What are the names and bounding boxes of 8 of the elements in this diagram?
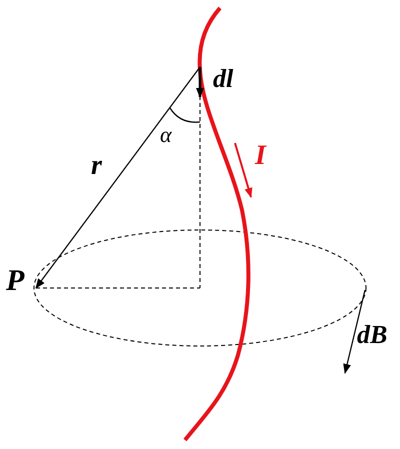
point-label: P — [6, 266, 36, 296]
variable-label: dB — [357, 322, 388, 348]
vector-arrow — [35, 66, 200, 289]
edge-label: r — [91, 152, 102, 180]
variable-label: I — [255, 142, 266, 170]
current-wire — [183, 6, 250, 442]
variable-label: dl — [213, 66, 234, 92]
variable-label: α — [160, 124, 172, 146]
